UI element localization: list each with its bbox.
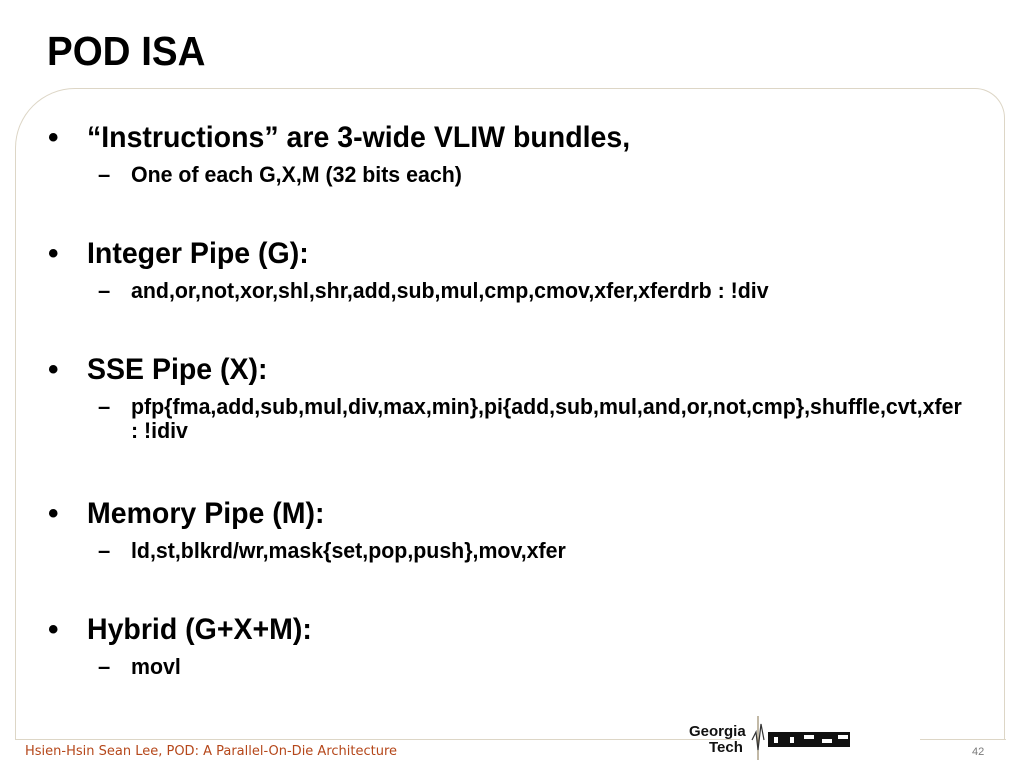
logo-georgia-text: Georgia bbox=[689, 723, 746, 740]
page-number: 42 bbox=[972, 746, 985, 758]
footer-citation: Hsien-Hsin Sean Lee, POD: A Parallel-On-… bbox=[25, 744, 398, 759]
bullet-text: Hybrid (G+X+M): bbox=[87, 613, 312, 646]
logo-mars-gap bbox=[790, 737, 794, 743]
slide-title: POD ISA bbox=[47, 28, 206, 74]
sub-bullet-marker: – bbox=[98, 654, 111, 679]
sub-bullet-text: One of each G,X,M (32 bits each) bbox=[131, 162, 462, 187]
sub-bullet-marker: – bbox=[98, 538, 111, 563]
bullet-text: “Instructions” are 3-wide VLIW bundles, bbox=[87, 121, 631, 154]
sub-bullet-text: ld,st,blkrd/wr,mask{set,pop,push},mov,xf… bbox=[131, 538, 566, 563]
bullet-text: Integer Pipe (G): bbox=[87, 237, 309, 270]
sub-bullet-text: movl bbox=[131, 654, 181, 679]
georgia-tech-mars-logo: Georgia Tech bbox=[689, 716, 850, 760]
sub-bullet-marker: – bbox=[98, 278, 111, 303]
logo-signal-mark bbox=[751, 723, 765, 751]
bullet-marker: • bbox=[48, 613, 59, 646]
sub-bullet-text: pfp{fma,add,sub,mul,div,max,min},pi{add,… bbox=[131, 394, 962, 443]
bullet-marker: • bbox=[48, 353, 59, 386]
content-frame bbox=[15, 88, 1005, 740]
bullet-marker: • bbox=[48, 237, 59, 270]
frame-divider bbox=[15, 739, 740, 740]
sub-bullet-marker: – bbox=[98, 162, 111, 187]
frame-divider-right bbox=[920, 739, 1006, 740]
bullet-text: Memory Pipe (M): bbox=[87, 497, 325, 530]
logo-mars-gap bbox=[804, 735, 814, 739]
bullet-marker: • bbox=[48, 121, 59, 154]
logo-mars-gap bbox=[774, 737, 778, 743]
logo-mars-block bbox=[768, 732, 850, 747]
logo-tech-text: Tech bbox=[709, 739, 743, 756]
sub-bullet-text: and,or,not,xor,shl,shr,add,sub,mul,cmp,c… bbox=[131, 278, 769, 303]
logo-mars-gap bbox=[838, 735, 848, 739]
bullet-marker: • bbox=[48, 497, 59, 530]
sub-bullet-marker: – bbox=[98, 394, 111, 419]
logo-mars-mark bbox=[768, 732, 850, 747]
bullet-text: SSE Pipe (X): bbox=[87, 353, 268, 386]
logo-mars-gap bbox=[822, 739, 832, 743]
